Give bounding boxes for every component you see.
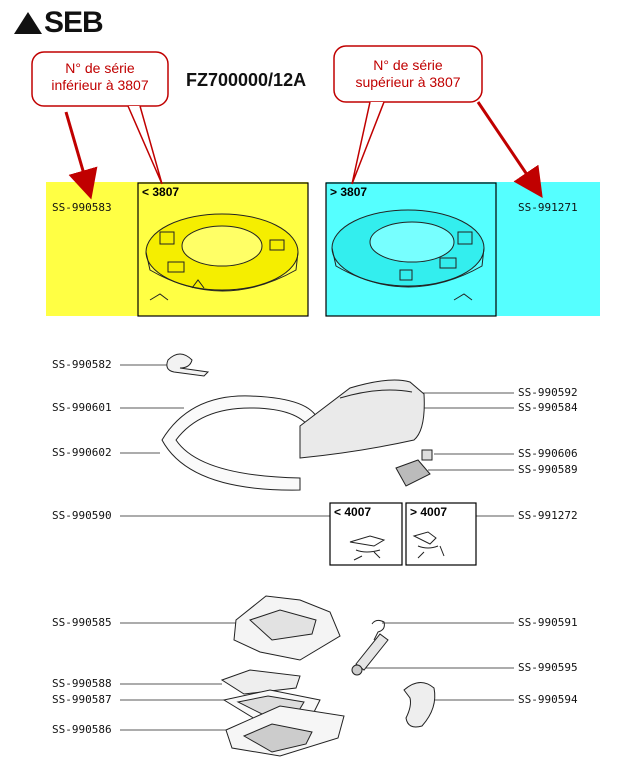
cable-new-label: > 4007 [410, 505, 448, 519]
cable-drawings [349, 531, 445, 561]
right-red-arrow [476, 101, 543, 198]
right-bubble: N° de série supérieur à 3807 [334, 57, 482, 91]
part-code: SS-990587 [52, 693, 112, 706]
lid-new-drawing [331, 209, 485, 301]
leader-lines [120, 364, 514, 731]
part-code-lid-new: SS-991271 [518, 201, 578, 214]
part-code: SS-990585 [52, 616, 112, 629]
left-bubble-shape [31, 51, 169, 107]
right-bubble-tail [351, 101, 385, 185]
lid-old-label: < 3807 [142, 185, 180, 199]
part-code: SS-990594 [518, 693, 578, 706]
seb-logo: SEB [44, 6, 104, 39]
left-bubble-line1: N° de série [65, 60, 135, 76]
cable-old-label: < 4007 [334, 505, 372, 519]
lid-new-label: > 3807 [330, 185, 368, 199]
part-code-lid-old: SS-990583 [52, 201, 112, 214]
part-code: SS-990592 [518, 386, 578, 399]
old-lid-box [137, 182, 309, 317]
cable-new-box [405, 502, 477, 566]
seb-logo-triangle-icon [14, 12, 42, 34]
left-bubble: N° de série inférieur à 3807 [32, 60, 168, 94]
part-code: SS-990591 [518, 616, 578, 629]
new-lid-box [325, 182, 497, 317]
left-bubble-line2: inférieur à 3807 [51, 77, 149, 93]
part-code: SS-990601 [52, 401, 112, 414]
part-code: SS-990595 [518, 661, 578, 674]
cable-old-box [329, 502, 403, 566]
left-bubble-tail [127, 105, 163, 185]
lid-old-drawing [145, 213, 299, 301]
right-bubble-shape [333, 45, 483, 103]
part-code: SS-990602 [52, 446, 112, 459]
part-code: SS-990584 [518, 401, 578, 414]
right-bubble-line1: N° de série [373, 57, 443, 73]
right-bubble-line2: supérieur à 3807 [355, 74, 461, 90]
bottom-parts-drawing [220, 595, 436, 757]
part-code: SS-990589 [518, 463, 578, 476]
middle-parts-drawing [161, 353, 433, 491]
part-code: SS-990582 [52, 358, 112, 371]
left-red-arrow [64, 111, 98, 200]
part-code: SS-990590 [52, 509, 112, 522]
part-code: SS-991272 [518, 509, 578, 522]
part-code: SS-990586 [52, 723, 112, 736]
model-number: FZ700000/12A [186, 70, 307, 90]
part-code: SS-990588 [52, 677, 112, 690]
part-code: SS-990606 [518, 447, 578, 460]
